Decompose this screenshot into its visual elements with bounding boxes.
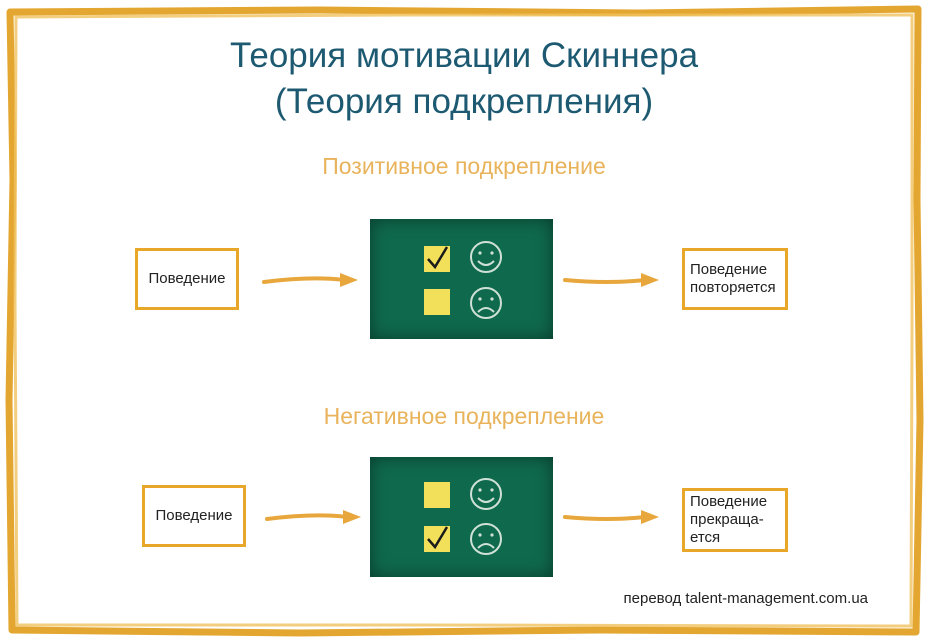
behavior-label: Поведение [155, 507, 233, 524]
sad-face-icon [470, 287, 502, 319]
page-title-line-1: Теория мотивации Скиннера [229, 36, 699, 75]
arrow-right-icon [563, 510, 659, 524]
arrow-right-icon [265, 510, 361, 524]
outcome-line: Поведение [690, 261, 768, 278]
behavior-box-negative: Поведение [142, 485, 246, 547]
sticky-note-checked [424, 526, 450, 552]
sticky-note-checked [424, 246, 450, 272]
reinforcement-board-positive [370, 219, 553, 339]
outcome-box-positive: Поведение повторяется [682, 248, 788, 310]
sad-face-icon [470, 523, 502, 555]
behavior-box-positive: Поведение [135, 248, 239, 310]
page-title-line-2: (Теория подкрепления) [274, 82, 654, 121]
positive-reinforcement-heading: Позитивное подкрепление [322, 153, 606, 179]
outcome-line: Поведение [690, 493, 768, 510]
outcome-line: прекраща- [690, 511, 764, 528]
outcome-line: ется [690, 529, 721, 546]
sticky-note-empty [424, 482, 450, 508]
smile-face-icon [470, 478, 502, 510]
footer-credit: перевод talent-management.com.ua [623, 590, 868, 607]
outcome-box-negative: Поведение прекраща- ется [682, 488, 788, 552]
behavior-label: Поведение [148, 270, 226, 287]
arrow-right-icon [262, 273, 358, 287]
smile-face-icon [470, 241, 502, 273]
sticky-note-empty [424, 289, 450, 315]
reinforcement-board-negative [370, 457, 553, 577]
arrow-right-icon [563, 273, 659, 287]
outcome-line: повторяется [690, 279, 776, 296]
negative-reinforcement-heading: Негативное подкрепление [323, 403, 605, 429]
